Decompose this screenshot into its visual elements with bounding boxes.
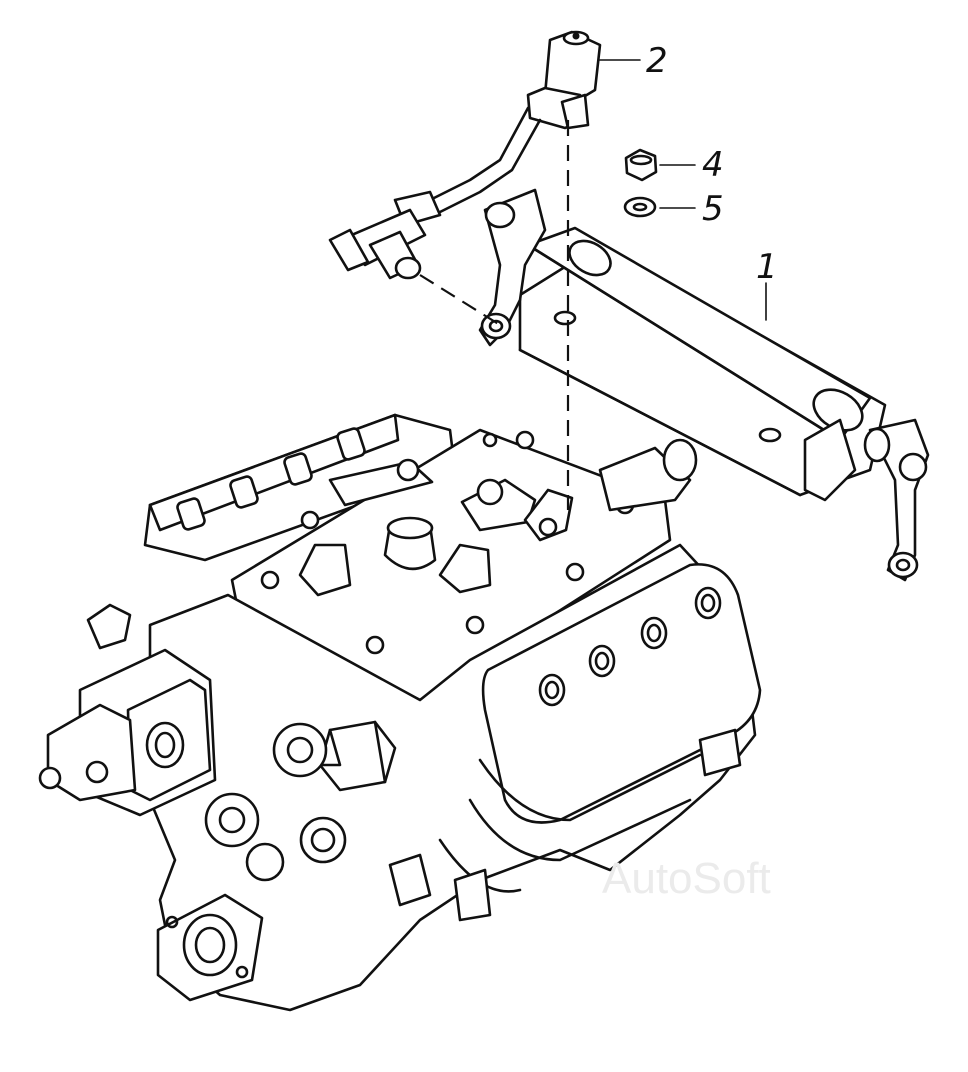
- nut: [624, 148, 658, 182]
- top-plate-bolts: [260, 430, 635, 655]
- washer: [623, 196, 657, 218]
- pipe-with-sensor: [328, 30, 602, 280]
- callout-1: 1: [756, 247, 778, 287]
- assembly-guide-lines: [419, 120, 570, 510]
- watermark: AutoSoft: [602, 854, 771, 903]
- callout-5: 5: [702, 189, 724, 229]
- side-cover-holes: [538, 586, 722, 707]
- callout-2: 2: [646, 41, 668, 81]
- pump-housing: [38, 413, 762, 1012]
- cover-plugs: [176, 427, 366, 531]
- callout-4: 4: [702, 145, 724, 185]
- top-linkage: [298, 458, 574, 597]
- leader-lines: [599, 59, 767, 321]
- rocker-shaft-assembly: [478, 188, 930, 582]
